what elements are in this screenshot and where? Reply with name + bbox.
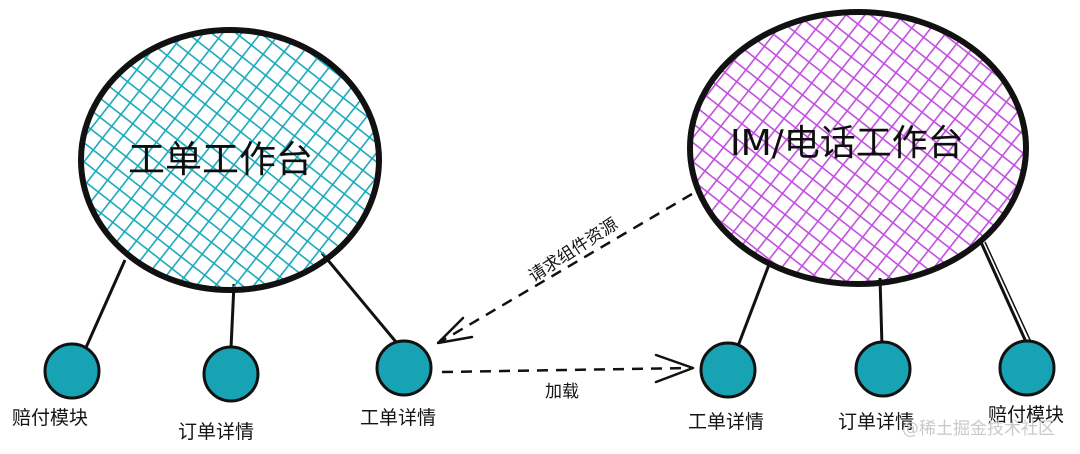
node-right-ticket-label: 工单详情 <box>688 411 765 433</box>
node-right-ticket <box>699 341 757 399</box>
node-left-payout <box>43 342 101 400</box>
hub-left-label: 工单工作台 <box>128 138 313 181</box>
node-left-order <box>202 345 260 403</box>
request-arrow <box>439 192 693 344</box>
node-left-ticket-label: 工单详情 <box>360 407 437 429</box>
edge-left-hub-to-payout <box>82 259 127 353</box>
node-left-ticket <box>375 339 433 397</box>
request-arrow-head <box>436 316 474 345</box>
load-edge-label: 加载 <box>545 382 579 402</box>
hub-right-im-phone <box>690 12 1026 284</box>
edge-right-hub-to-ticket <box>736 261 772 347</box>
watermark: @稀土掘金技术社区 <box>902 419 1055 439</box>
node-right-order-label: 订单详情 <box>838 411 915 433</box>
edge-left-hub-to-order <box>229 283 236 349</box>
edge-left-hub-to-ticket <box>320 252 398 343</box>
edge-right-hub-to-payout <box>978 239 1028 343</box>
load-arrow-head <box>654 353 695 384</box>
node-right-payout-label: 赔付模块 <box>988 404 1065 426</box>
hub-right-label: IM/电话工作台 <box>730 123 964 164</box>
node-right-order <box>854 340 912 398</box>
load-arrow <box>441 366 691 374</box>
node-left-order-label: 订单详情 <box>178 421 255 443</box>
edge-right-hub-to-order <box>878 277 884 347</box>
node-right-payout <box>998 339 1056 397</box>
node-left-payout-label: 赔付模块 <box>12 407 89 429</box>
hub-left-workorder <box>81 30 379 290</box>
